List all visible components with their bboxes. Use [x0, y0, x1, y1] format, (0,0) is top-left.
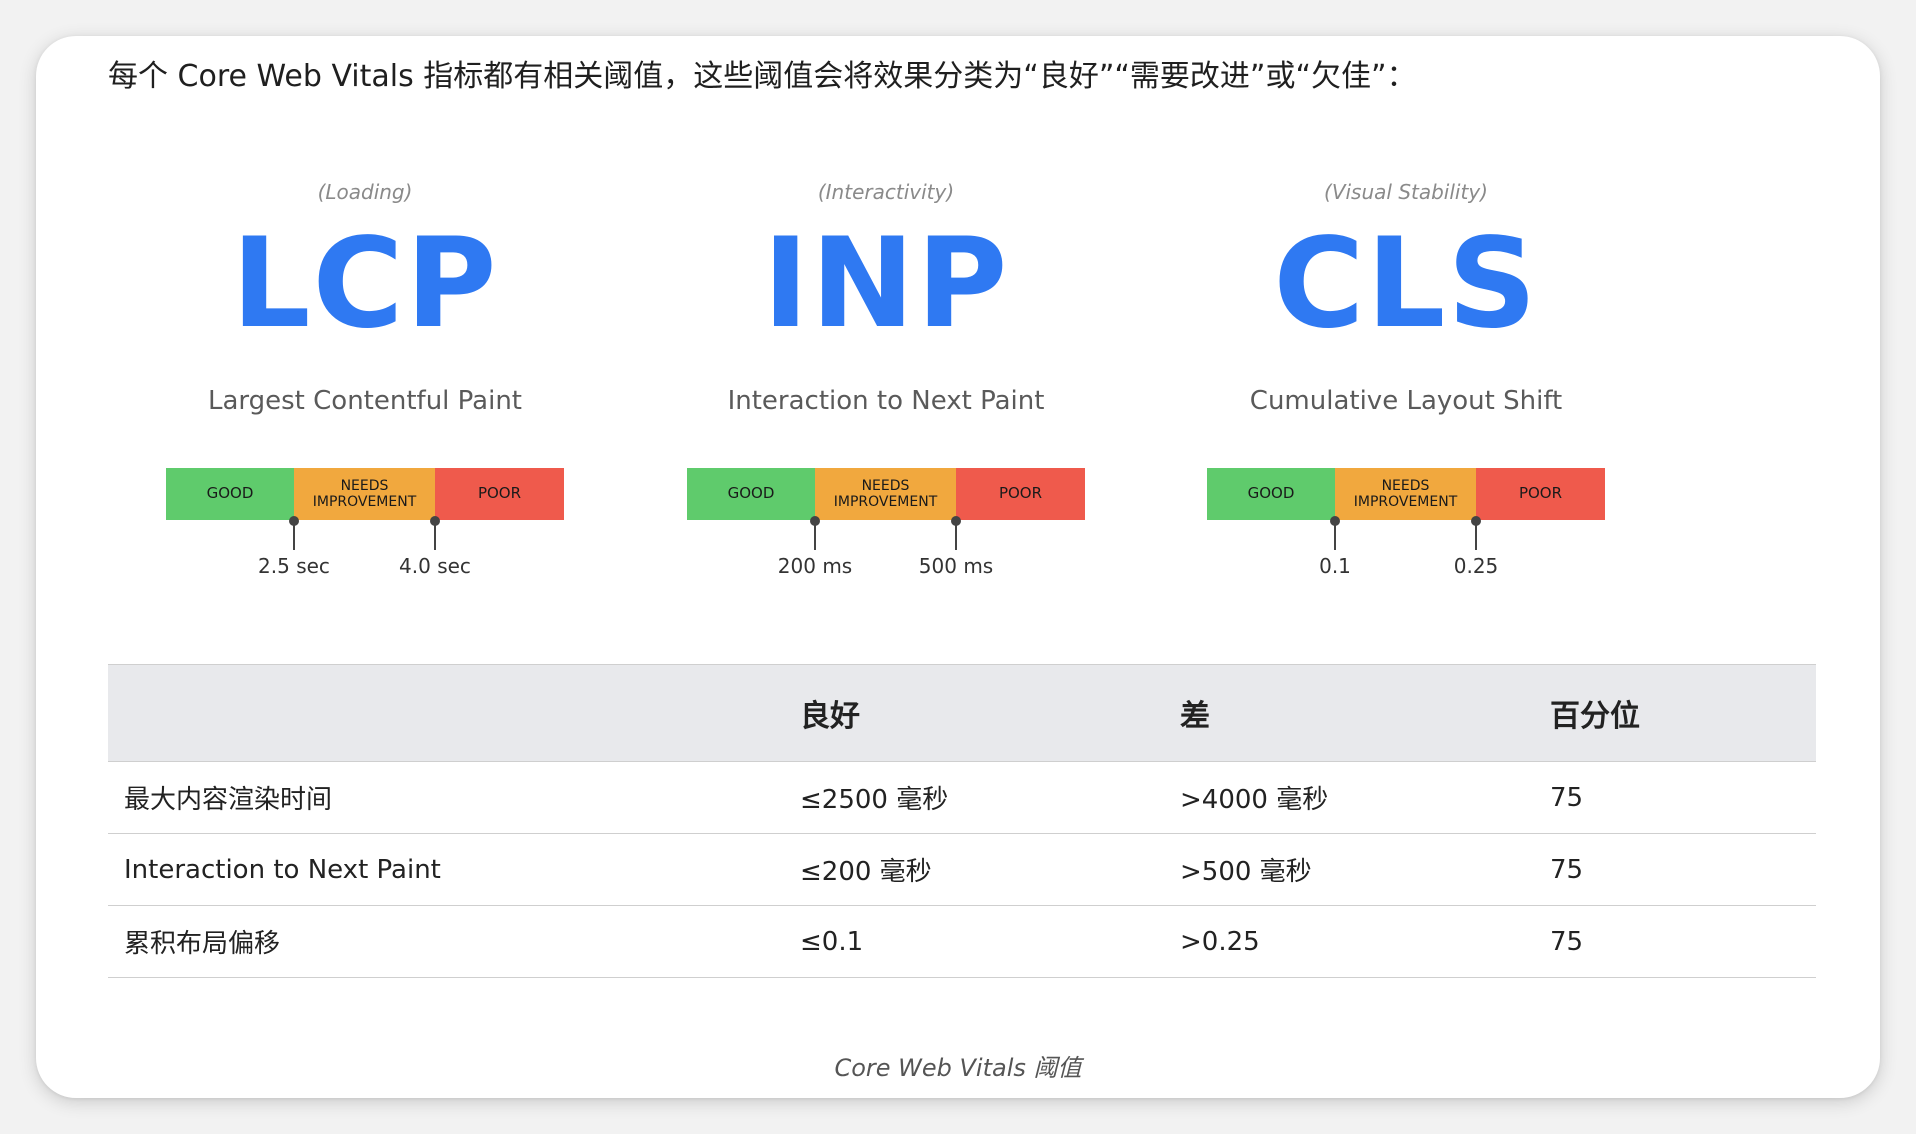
good-threshold-label: 200 ms	[777, 554, 853, 578]
percentile-cell: 75	[1550, 761, 1816, 834]
metric-cell: Interaction to Next Paint	[108, 833, 800, 906]
header-good: 良好	[800, 664, 1180, 762]
threshold-marker	[814, 522, 816, 550]
metric-abbreviation: CLS	[1273, 212, 1539, 356]
good-cell: ≤2500 毫秒	[800, 761, 1180, 834]
metric-category: (Visual Stability)	[1324, 180, 1488, 204]
thresholds-table: 良好 差 百分位 最大内容渲染时间 ≤2500 毫秒 >4000 毫秒 75 I…	[108, 664, 1816, 978]
poor-threshold-label: 4.0 sec	[399, 554, 471, 578]
metric-lcp: (Loading) LCP Largest Contentful Paint G…	[166, 176, 564, 606]
metric-full-name: Cumulative Layout Shift	[1249, 386, 1563, 416]
metric-inp: (Interactivity) INP Interaction to Next …	[687, 176, 1085, 606]
table-row: 累积布局偏移 ≤0.1 >0.25 75	[108, 905, 1816, 978]
poor-threshold-label: 0.25	[1453, 554, 1499, 578]
threshold-bar: GOOD NEEDS IMPROVEMENT POOR	[166, 468, 564, 520]
threshold-marker	[1334, 522, 1336, 550]
good-threshold-label: 0.1	[1319, 554, 1351, 578]
metric-cell: 累积布局偏移	[108, 905, 800, 978]
threshold-marker	[434, 522, 436, 550]
metric-cell: 最大内容渲染时间	[108, 761, 800, 834]
threshold-bar: GOOD NEEDS IMPROVEMENT POOR	[687, 468, 1085, 520]
table-row: Interaction to Next Paint ≤200 毫秒 >500 毫…	[108, 833, 1816, 906]
good-segment: GOOD	[1207, 468, 1335, 520]
header-metric	[108, 664, 800, 762]
threshold-marker	[293, 522, 295, 550]
poor-segment: POOR	[435, 468, 564, 520]
threshold-marker-dot	[430, 516, 440, 526]
table-row: 最大内容渲染时间 ≤2500 毫秒 >4000 毫秒 75	[108, 761, 1816, 834]
header-percentile: 百分位	[1550, 664, 1816, 762]
needs-improvement-segment: NEEDS IMPROVEMENT	[294, 468, 435, 520]
table-header-row: 良好 差 百分位	[108, 664, 1816, 762]
threshold-marker-dot	[951, 516, 961, 526]
poor-cell: >4000 毫秒	[1180, 761, 1550, 834]
intro-text: 每个 Core Web Vitals 指标都有相关阈值，这些阈值会将效果分类为“…	[108, 59, 1417, 94]
poor-threshold-label: 500 ms	[918, 554, 994, 578]
percentile-cell: 75	[1550, 905, 1816, 978]
header-poor: 差	[1180, 664, 1550, 762]
threshold-marker-dot	[289, 516, 299, 526]
metric-abbreviation: INP	[762, 212, 1010, 356]
poor-segment: POOR	[956, 468, 1085, 520]
figure-caption: Core Web Vitals 阈值	[834, 1054, 1082, 1082]
percentile-cell: 75	[1550, 833, 1816, 906]
threshold-marker	[955, 522, 957, 550]
metric-abbreviation: LCP	[231, 212, 499, 356]
threshold-marker-dot	[1471, 516, 1481, 526]
metric-full-name: Interaction to Next Paint	[727, 386, 1045, 416]
poor-cell: >0.25	[1180, 905, 1550, 978]
needs-improvement-segment: NEEDS IMPROVEMENT	[815, 468, 956, 520]
good-cell: ≤200 毫秒	[800, 833, 1180, 906]
content-card: 每个 Core Web Vitals 指标都有相关阈值，这些阈值会将效果分类为“…	[36, 36, 1880, 1098]
threshold-bar: GOOD NEEDS IMPROVEMENT POOR	[1207, 468, 1605, 520]
good-segment: GOOD	[687, 468, 815, 520]
poor-segment: POOR	[1476, 468, 1605, 520]
threshold-marker-dot	[1330, 516, 1340, 526]
metric-full-name: Largest Contentful Paint	[207, 386, 523, 416]
poor-cell: >500 毫秒	[1180, 833, 1550, 906]
good-segment: GOOD	[166, 468, 294, 520]
metric-category: (Loading)	[317, 180, 413, 204]
threshold-marker-dot	[810, 516, 820, 526]
needs-improvement-segment: NEEDS IMPROVEMENT	[1335, 468, 1476, 520]
metric-category: (Interactivity)	[817, 180, 955, 204]
metric-cls: (Visual Stability) CLS Cumulative Layout…	[1207, 176, 1605, 606]
threshold-marker	[1475, 522, 1477, 550]
good-threshold-label: 2.5 sec	[258, 554, 330, 578]
good-cell: ≤0.1	[800, 905, 1180, 978]
